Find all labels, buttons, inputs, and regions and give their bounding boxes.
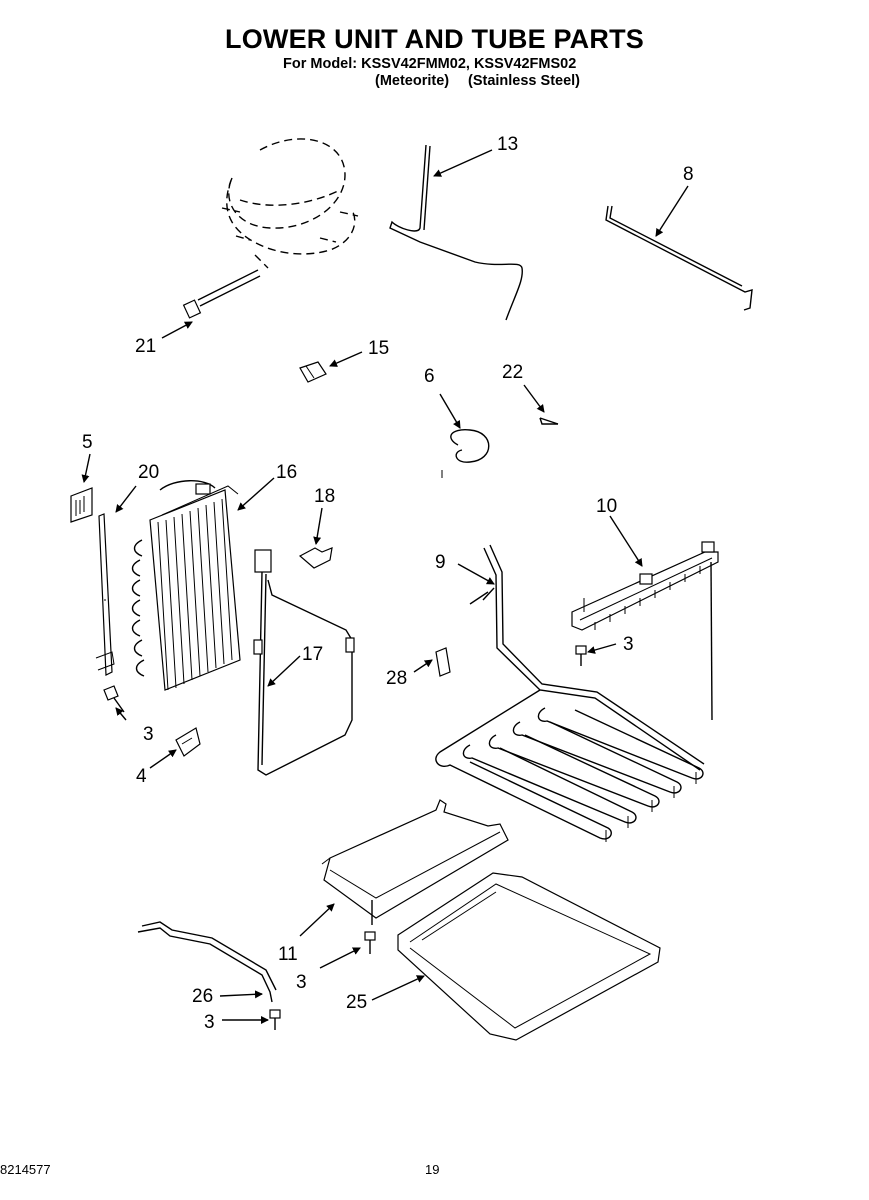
- screw-3-right: [575, 645, 587, 666]
- screw-3-bottom-left: [269, 1009, 281, 1030]
- callout-4: 4: [136, 766, 147, 787]
- callout-26: 26: [192, 986, 213, 1007]
- model-line: For Model: KSSV42FMM02, KSSV42FMS02: [283, 56, 577, 72]
- part-18-bracket: [298, 547, 333, 569]
- callout-20: 20: [138, 462, 159, 483]
- callout-9: 9: [435, 552, 446, 573]
- callout-17: 17: [302, 644, 323, 665]
- callout-3-right: 3: [623, 634, 634, 655]
- callout-21: 21: [135, 336, 156, 357]
- part-20-strip: [95, 513, 115, 676]
- callout-3-middle: 3: [296, 972, 307, 993]
- variant-meteorite: (Meteorite): [375, 73, 450, 89]
- callout-5: 5: [82, 432, 93, 453]
- screw-3-bottom: [364, 931, 376, 954]
- part-9-tube: [435, 544, 705, 842]
- callout-22: 22: [502, 362, 523, 383]
- part-16-evaporator: [131, 480, 241, 691]
- callout-8: 8: [683, 164, 694, 185]
- part-11-tray-bracket: [321, 799, 509, 925]
- part-25-drain-pan: [397, 872, 661, 1041]
- part-13-tube: [389, 144, 523, 321]
- callout-25: 25: [346, 992, 367, 1013]
- part-8-tube: [605, 205, 753, 311]
- callout-10: 10: [596, 496, 617, 517]
- callout-28: 28: [386, 668, 407, 689]
- callout-labels: 13 8 21 15 6 22 5 20 16 18 10 9 3 17 28 …: [82, 134, 694, 1033]
- callout-16: 16: [276, 462, 297, 483]
- part-4-bracket: [175, 727, 201, 757]
- part-28-sleeve: [435, 647, 451, 677]
- page-number: 19: [425, 1162, 440, 1177]
- callout-15: 15: [368, 338, 389, 359]
- part-15-clip: [299, 361, 327, 383]
- page-title: LOWER UNIT AND TUBE PARTS: [225, 24, 644, 54]
- screw-3-left: [103, 685, 125, 713]
- callout-3-bottom: 3: [204, 1012, 215, 1033]
- doc-number: 8214577: [0, 1162, 51, 1177]
- part-21-harness: [182, 269, 261, 319]
- part-22-pin: [539, 417, 559, 425]
- callout-6: 6: [424, 366, 435, 387]
- part-5-tag: [70, 487, 93, 523]
- part-6-coil: [441, 429, 490, 478]
- callout-13: 13: [497, 134, 518, 155]
- part-17-heater: [253, 549, 355, 776]
- leader-lines: [81, 149, 689, 1024]
- variant-stainless-steel: (Stainless Steel): [468, 73, 581, 89]
- callout-11: 11: [278, 944, 298, 965]
- part-26-tube: [137, 921, 277, 1003]
- callout-3-left: 3: [143, 724, 154, 745]
- compressor-outline: [221, 138, 359, 269]
- part-10-bracket: [571, 541, 719, 721]
- callout-18: 18: [314, 486, 335, 507]
